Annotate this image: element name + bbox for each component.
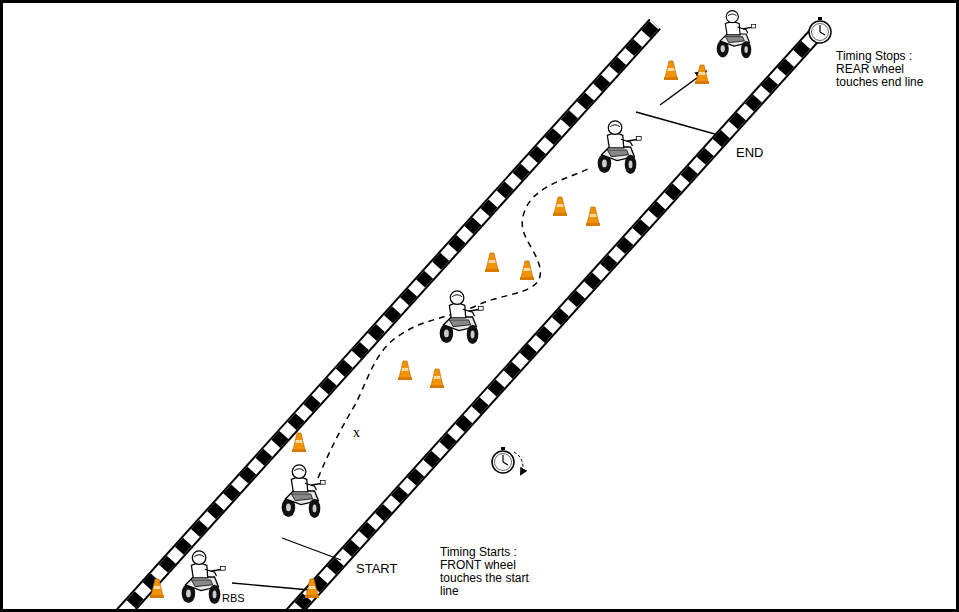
lane-strip [283,27,822,609]
timing-stops-note: Timing Stops : REAR wheel touches end li… [836,50,928,89]
rbs-label: RBS [222,592,245,605]
lane-strip [283,27,822,609]
end-label: END [736,146,763,159]
timing-starts-note: Timing Starts : FRONT wheel touches the … [440,546,536,598]
path-label: x [353,426,360,439]
start-label: START [356,562,397,575]
lane-strip [283,27,822,609]
